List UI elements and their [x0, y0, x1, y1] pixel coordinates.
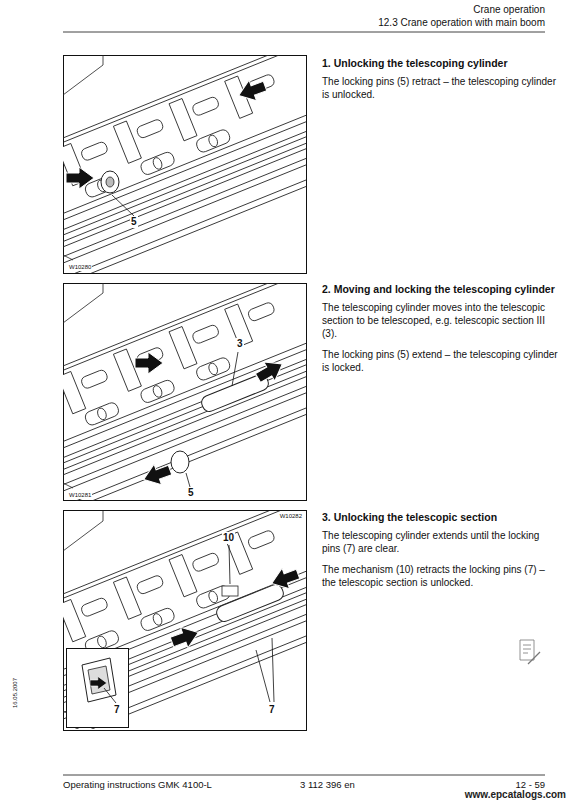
- figure-id: W10281: [68, 492, 92, 499]
- document-number: 3 112 396 en: [300, 779, 355, 790]
- watermark: www.epcatalogs.com: [465, 789, 566, 801]
- callout-number: 3: [236, 338, 244, 350]
- callout-number: 5: [130, 216, 138, 228]
- note-icon: [520, 640, 540, 664]
- step-text: The telescoping cylinder moves into the …: [322, 301, 558, 340]
- step-text: The locking pins (5) retract – the teles…: [322, 75, 558, 101]
- step-heading: 2. Moving and locking the telescoping cy…: [322, 283, 560, 296]
- step-heading: 3. Unlocking the telescopic section: [322, 511, 560, 524]
- print-date: 16.05.2007: [12, 678, 19, 708]
- step-text: The locking pins (5) extend – the telesc…: [322, 348, 558, 374]
- figure-id: W10280: [68, 264, 92, 271]
- callout-number: 7: [113, 704, 121, 716]
- running-header: Crane operation: [473, 4, 545, 16]
- section-header: 12.3 Crane operation with main boom: [378, 17, 545, 29]
- callout-number: 7: [268, 704, 276, 716]
- step-heading: 1. Unlocking the telescoping cylinder: [322, 57, 560, 70]
- callout-number: 10: [222, 532, 235, 544]
- figure-id: W10282: [279, 513, 303, 520]
- inset-frame: [67, 649, 129, 728]
- callout-number: 5: [187, 487, 195, 499]
- step-text: The mechanism (10) retracts the locking …: [322, 563, 558, 589]
- page-number: 12 - 59: [515, 779, 545, 790]
- step-text: The telescoping cylinder extends until t…: [322, 529, 558, 555]
- footer-title: Operating instructions GMK 4100-L: [63, 779, 212, 790]
